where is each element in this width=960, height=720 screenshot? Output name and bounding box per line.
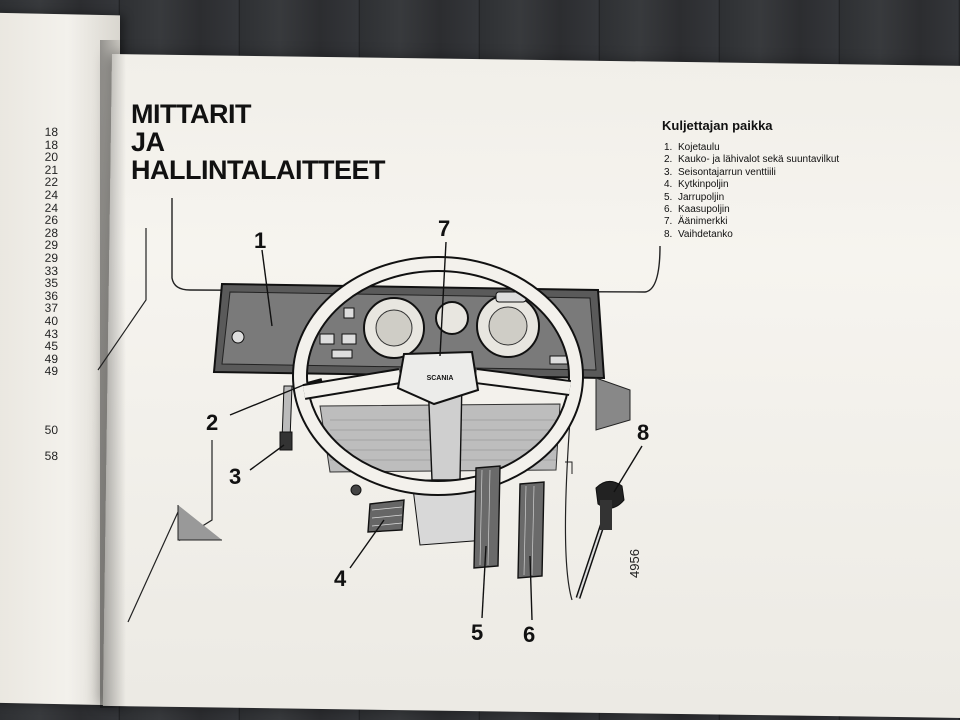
legend-item: 2.Kauko- ja lähivalot sekä suuntavilkut bbox=[664, 154, 840, 166]
legend-item: 7.Äänimerkki bbox=[664, 216, 728, 228]
callout-7: 7 bbox=[438, 216, 451, 241]
steering-wheel-rim bbox=[294, 258, 582, 494]
callout-leaders bbox=[229, 241, 643, 621]
speedometer-dial bbox=[375, 309, 413, 347]
dash-switch bbox=[319, 333, 335, 345]
title-line: JA bbox=[131, 127, 165, 157]
steering-spoke bbox=[303, 370, 571, 398]
floor-line bbox=[127, 511, 179, 623]
page-title: MITTARIT JA HALLINTALAITTEET bbox=[131, 100, 385, 184]
callout-6: 6 bbox=[523, 622, 536, 647]
callout-5: 5 bbox=[471, 620, 484, 645]
callout-4: 4 bbox=[334, 566, 347, 591]
floor-shadow bbox=[177, 505, 222, 541]
legend-item: 4.Kytkinpoljin bbox=[664, 179, 729, 191]
dash-switch bbox=[341, 333, 357, 345]
callout-3: 3 bbox=[229, 464, 242, 489]
dash-switch bbox=[549, 355, 569, 365]
callout-8: 8 bbox=[637, 420, 650, 445]
legend-item: 8.Vaihdetanko bbox=[664, 228, 733, 240]
door-edge bbox=[564, 419, 573, 601]
pedal-pivot bbox=[350, 484, 362, 496]
legend-item: 6.Kaasupoljin bbox=[664, 204, 730, 216]
dash-knob-icon bbox=[231, 330, 245, 344]
door-bracket bbox=[565, 461, 573, 474]
tachometer-dial bbox=[488, 306, 528, 346]
clutch-pedal bbox=[367, 499, 405, 533]
clutch-pedal-ribs bbox=[371, 506, 403, 527]
gear-lever-boot bbox=[600, 500, 612, 530]
horn-logo: SCANIA bbox=[427, 375, 454, 382]
legend-item: 3.Seisontajarrun venttiili bbox=[664, 166, 776, 178]
book-gutter-shadow bbox=[100, 40, 126, 708]
dash-switch bbox=[331, 349, 353, 359]
a-pillar-line bbox=[97, 228, 147, 371]
diagram-frame-line bbox=[171, 198, 661, 293]
legend-list: 1.Kojetaulu 2.Kauko- ja lähivalot sekä s… bbox=[664, 142, 839, 241]
drawing-number: 4956 bbox=[627, 549, 642, 578]
legend-item: 5.Jarrupoljin bbox=[664, 191, 725, 203]
brake-pedal bbox=[473, 465, 501, 569]
callout-1: 1 bbox=[254, 228, 267, 253]
pedal-ribs bbox=[479, 469, 535, 576]
side-panel bbox=[595, 377, 631, 431]
callout-2: 2 bbox=[206, 410, 219, 435]
accelerator-pedal bbox=[517, 481, 545, 579]
dash-switch bbox=[343, 307, 355, 319]
horn-pad bbox=[396, 350, 480, 406]
title-line: HALLINTALAITTEET bbox=[131, 155, 385, 185]
legend-title: Kuljettajan paikka bbox=[662, 118, 773, 133]
legend-item: 1.Kojetaulu bbox=[664, 142, 720, 153]
small-gauge bbox=[435, 301, 469, 335]
title-line: MITTARIT bbox=[131, 99, 251, 129]
